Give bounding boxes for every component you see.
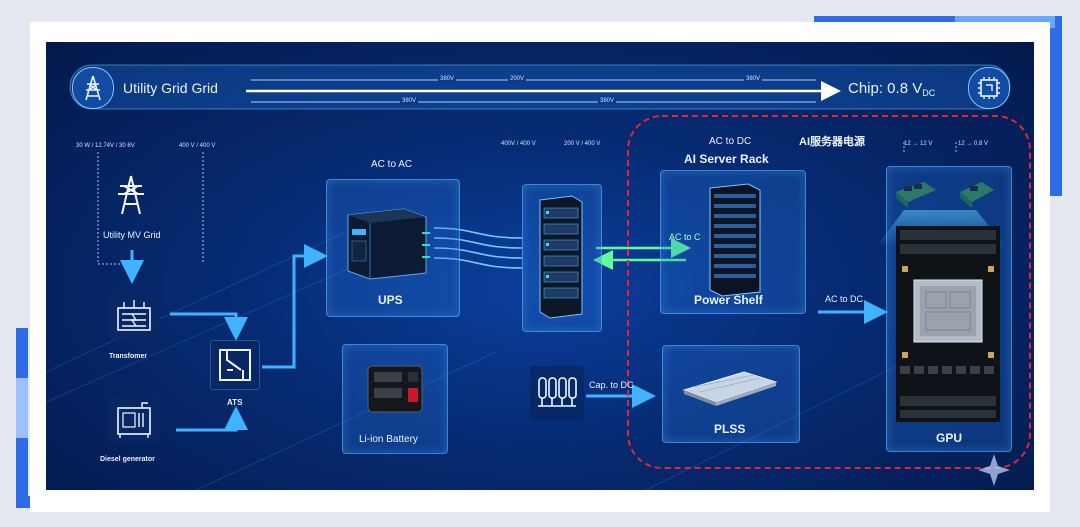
ups-label: UPS xyxy=(378,293,403,307)
gpu-board-image xyxy=(896,226,1000,422)
server-rack-boundary xyxy=(627,115,1031,469)
vrm-module-left-image xyxy=(894,178,938,212)
chip-voltage-label: Chip: 0.8 VDC xyxy=(848,80,935,98)
corner-strip-left-light xyxy=(16,378,28,438)
gpu-rating-right: 12 → 0.8 V xyxy=(958,141,989,147)
vrm-module-right-image xyxy=(958,178,996,212)
cap-to-dc-label: Cap. to DC xyxy=(589,380,634,390)
top-bar-value-4: 380V xyxy=(400,98,419,104)
ac-to-dc-heading: AC to DC xyxy=(709,136,752,147)
gpu-rating-left: 12 → 12 V xyxy=(904,141,933,147)
utility-grid-tower-icon xyxy=(72,67,114,109)
ac-to-ac-heading: AC to AC xyxy=(371,159,413,170)
mv-grid-tower-icon xyxy=(108,172,154,218)
utility-grid-label: Utility Grid Grid xyxy=(123,80,218,96)
server-rack-image xyxy=(706,182,764,298)
top-bar-value-5: 380V xyxy=(598,98,617,104)
battery-image xyxy=(364,358,426,418)
ats-switch-icon xyxy=(210,340,260,390)
gpu-ac-to-dc-label: AC to DC xyxy=(825,294,864,304)
power-shelf-label: Power Shelf xyxy=(694,293,763,307)
mv-grid-label: Utility MV Grid xyxy=(103,230,161,240)
distribution-rack-image xyxy=(536,194,586,320)
transformer-label: Transfomer xyxy=(109,353,148,360)
capacitor-icon xyxy=(530,366,584,420)
ups-image xyxy=(342,205,430,281)
rack-left-rating: 400V / 400 V xyxy=(501,141,536,147)
top-bar-value-3: 380V xyxy=(744,76,763,82)
plss-image xyxy=(680,368,780,408)
diesel-generator-label: Diesel generator xyxy=(100,456,155,463)
plss-label: PLSS xyxy=(714,422,746,436)
gpu-label: GPU xyxy=(936,431,963,445)
diagram-panel: Utility Grid Grid 380V 200V 380V 380V 38… xyxy=(46,42,1034,490)
diesel-generator-icon xyxy=(108,396,160,442)
ats-label: ATS xyxy=(227,398,243,407)
grid-left-ratings: 30 W / 12.74V / 30 6V xyxy=(76,143,135,149)
rack-right-rating: 200 V / 400 V xyxy=(564,141,601,147)
chip-voltage-sub: DC xyxy=(922,88,936,98)
battery-label: Li-ion Battery xyxy=(359,434,418,445)
chip-voltage-main: Chip: 0.8 V xyxy=(848,80,923,97)
ai-server-rack-title: AI Server Rack xyxy=(684,152,769,166)
top-bar-value-1: 380V xyxy=(438,76,457,82)
top-bar-value-2: 200V xyxy=(508,76,527,82)
corner-strip-right xyxy=(1050,16,1062,196)
transformer-icon xyxy=(108,294,160,340)
ac-to-c-inline-label: AC to C xyxy=(669,232,701,242)
chip-icon xyxy=(968,67,1010,109)
sparkle-icon xyxy=(978,454,1010,486)
ai-server-power-chinese-title: AI服务器电源 xyxy=(799,136,865,148)
grid-right-ratings: 400 V / 400 V xyxy=(179,143,216,149)
